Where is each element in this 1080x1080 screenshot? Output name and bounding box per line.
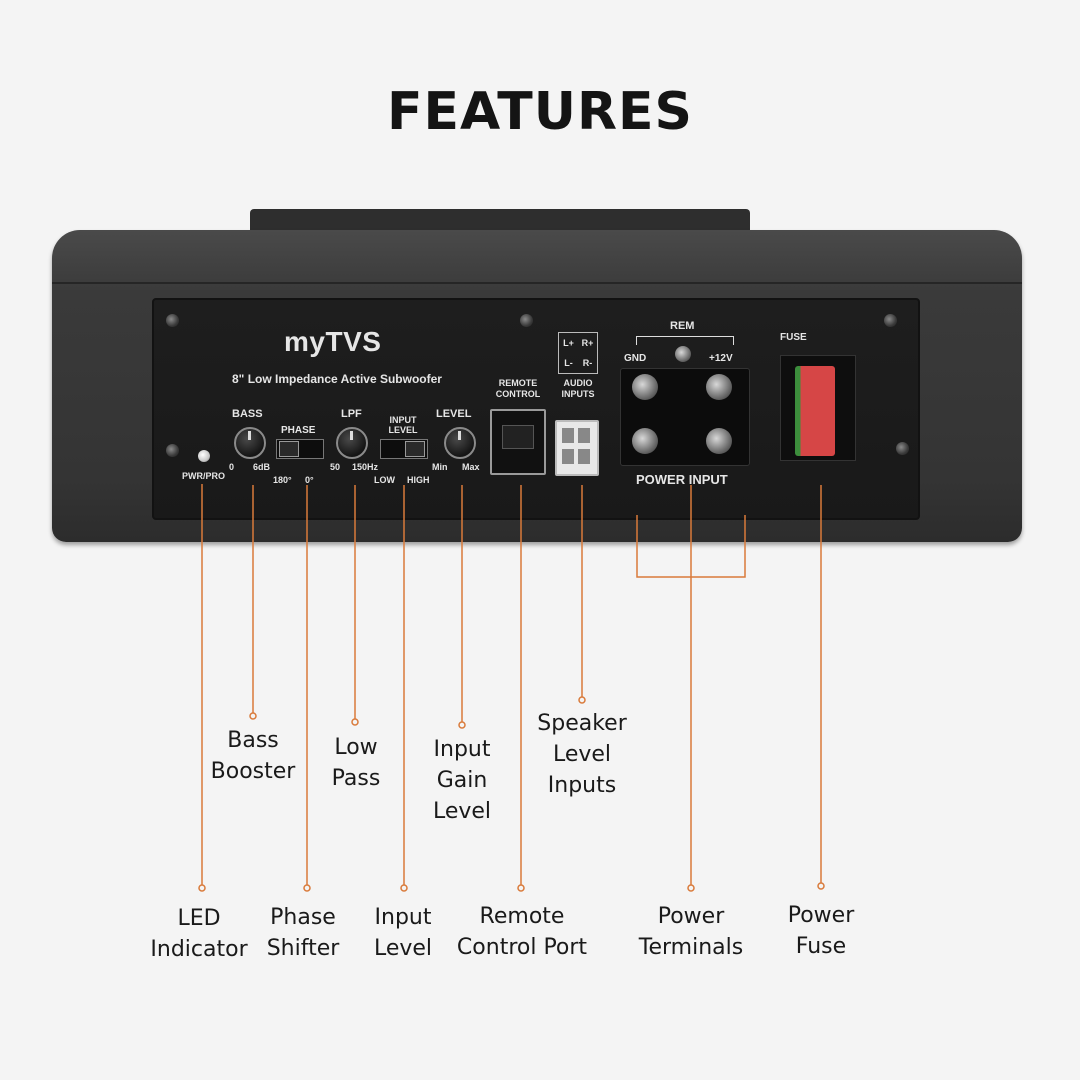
bass-label: BASS bbox=[232, 408, 263, 420]
speaker-input-connector[interactable] bbox=[555, 420, 599, 476]
callout-dot-terminals bbox=[687, 884, 695, 892]
callout-dot-inputlevel bbox=[400, 884, 408, 892]
model-text: 8" Low Impedance Active Subwoofer bbox=[232, 372, 442, 386]
callout-label-gain: Input Gain Level bbox=[432, 737, 492, 824]
callout-label-remote: Remote Control Port bbox=[456, 904, 588, 960]
rem-bracket bbox=[636, 336, 734, 345]
lpf-max-label: 150Hz bbox=[352, 462, 379, 472]
callout-label-phase: Phase Shifter bbox=[266, 905, 340, 961]
phase-switch[interactable] bbox=[276, 439, 324, 459]
lpf-label: LPF bbox=[341, 408, 362, 420]
input-high-label: HIGH bbox=[407, 475, 430, 485]
led-indicator bbox=[198, 450, 210, 462]
fuse-icon[interactable] bbox=[795, 366, 835, 456]
callout-label-speaker: Speaker Level Inputs bbox=[537, 711, 627, 798]
power-input-label: POWER INPUT bbox=[636, 472, 728, 487]
lr-grid-cell: R- bbox=[582, 358, 593, 368]
level-max-label: Max bbox=[462, 462, 480, 472]
callout-dot-bass bbox=[249, 712, 257, 720]
gnd-label: GND bbox=[624, 353, 647, 364]
terminal-screw-icon[interactable] bbox=[706, 374, 732, 400]
terminal-screw-icon[interactable] bbox=[706, 428, 732, 454]
callout-dot-lowpass bbox=[351, 718, 359, 726]
input-low-label: LOW bbox=[374, 475, 395, 485]
level-knob[interactable] bbox=[444, 427, 476, 459]
screw-icon bbox=[896, 442, 909, 455]
fuse-label: FUSE bbox=[780, 332, 807, 343]
screw-icon bbox=[166, 314, 179, 327]
terminal-screw-icon[interactable] bbox=[632, 428, 658, 454]
remote-control-label: REMOTE CONTROL bbox=[495, 378, 541, 399]
bass-knob[interactable] bbox=[234, 427, 266, 459]
callout-dot-gain bbox=[458, 721, 466, 729]
lpf-knob[interactable] bbox=[336, 427, 368, 459]
audio-inputs-label: AUDIO INPUTS bbox=[561, 378, 595, 399]
callout-dot-speaker bbox=[578, 696, 586, 704]
level-label: LEVEL bbox=[436, 408, 472, 420]
phase-label: PHASE bbox=[281, 425, 316, 436]
lr-grid-cell: R+ bbox=[581, 338, 594, 348]
page-title: FEATURES bbox=[387, 82, 693, 142]
level-min-label: Min bbox=[432, 462, 448, 472]
callout-label-bass: Bass Booster bbox=[210, 728, 296, 784]
callout-label-lowpass: Low Pass bbox=[331, 735, 381, 791]
callout-label-terminals: Power Terminals bbox=[638, 904, 744, 960]
input-level-switch[interactable] bbox=[380, 439, 428, 459]
callout-label-led: LED Indicator bbox=[150, 906, 248, 962]
terminal-screw-icon[interactable] bbox=[632, 374, 658, 400]
screw-icon bbox=[884, 314, 897, 327]
callout-dot-led bbox=[198, 884, 206, 892]
device-seam bbox=[52, 282, 1022, 284]
lr-grid-cell: L+ bbox=[563, 338, 574, 348]
remote-control-port[interactable] bbox=[490, 409, 546, 475]
input-level-label: INPUT LEVEL bbox=[388, 415, 418, 435]
lr-grid-cell: L- bbox=[564, 358, 573, 368]
phase-180-label: 180° bbox=[273, 475, 292, 485]
lpf-min-label: 50 bbox=[330, 462, 341, 472]
callout-label-inputlevel: Input Level bbox=[373, 905, 433, 961]
callout-dot-fuse bbox=[817, 882, 825, 890]
screw-icon bbox=[520, 314, 533, 327]
plus12v-label: +12V bbox=[709, 353, 733, 364]
screw-icon bbox=[166, 444, 179, 457]
pwr-pro-label: PWR/PRO bbox=[182, 471, 226, 481]
callout-label-fuse: Power Fuse bbox=[787, 903, 855, 959]
rem-label: REM bbox=[670, 320, 695, 332]
rem-screw-icon[interactable] bbox=[675, 346, 691, 362]
bass-min-label: 0 bbox=[229, 462, 235, 472]
callout-dot-phase bbox=[303, 884, 311, 892]
phase-0-label: 0° bbox=[305, 475, 314, 485]
callout-dot-remote bbox=[517, 884, 525, 892]
bass-max-label: 6dB bbox=[253, 462, 271, 472]
brand-logo: myTVS bbox=[284, 326, 382, 357]
lr-grid: L+ R+ L- R- bbox=[558, 332, 598, 374]
